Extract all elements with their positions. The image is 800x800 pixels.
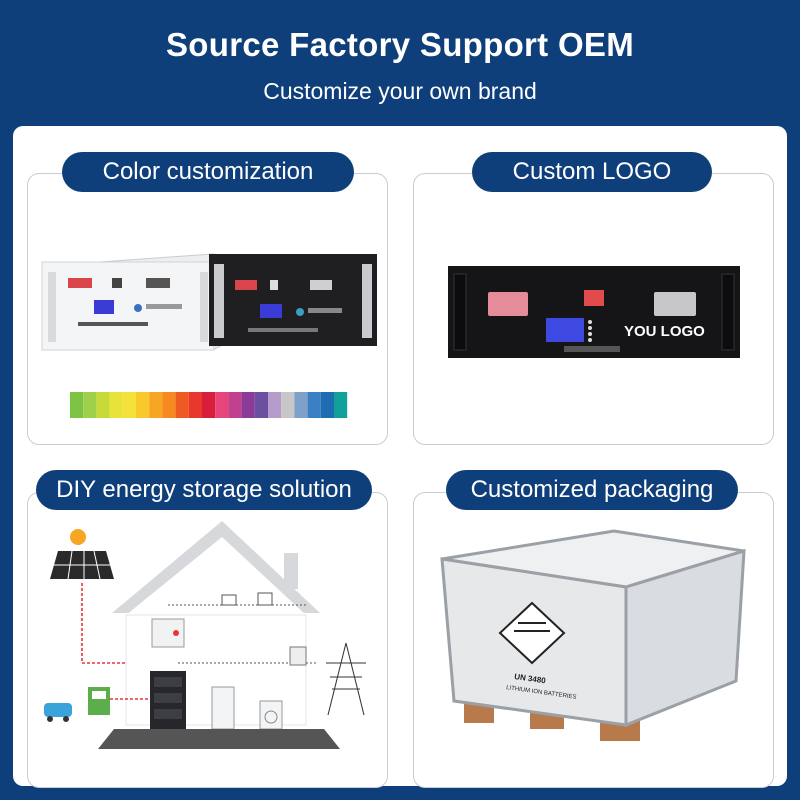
color-swatch [96, 392, 110, 418]
crate-un-number: UN 3480 [514, 672, 547, 685]
wooden-crate-image: UN 3480 LITHIUM ION BATTERIES [440, 529, 746, 741]
lcd-display [546, 318, 584, 342]
customized-packaging-label: Customized packaging [446, 470, 738, 510]
custom-logo-card: YOU LOGO [413, 173, 774, 445]
customized-packaging-card: UN 3480 LITHIUM ION BATTERIES [413, 492, 774, 788]
color-swatch [188, 392, 202, 418]
color-customization-label: Color customization [62, 152, 354, 192]
solar-panel-icon [50, 529, 114, 580]
black-battery-rack [209, 254, 377, 346]
color-swatch [334, 392, 348, 418]
positive-terminal [488, 292, 528, 316]
battery-racks-image [41, 253, 377, 418]
color-swatch [215, 392, 229, 418]
page-title: Source Factory Support OEM [165, 26, 635, 63]
color-swatch [109, 392, 123, 418]
floor [98, 729, 340, 749]
diy-energy-storage-label: DIY energy storage solution [36, 470, 372, 510]
battery-stack-icon [150, 671, 186, 729]
crate-side [624, 548, 746, 728]
hazard-label-icon [498, 601, 566, 665]
power-tower-icon [326, 642, 366, 716]
home-energy-diagram [44, 521, 366, 749]
logo-text: YOU LOGO [624, 323, 705, 340]
color-swatch [175, 392, 189, 418]
washing-machine-icon [259, 700, 283, 730]
color-swatch [202, 392, 216, 418]
color-swatch [294, 392, 308, 418]
color-swatch [254, 392, 268, 418]
refrigerator-icon [211, 686, 235, 730]
electric-meter-icon [289, 646, 307, 666]
negative-terminal [654, 292, 696, 316]
color-swatch-strip [70, 392, 348, 418]
color-swatch [307, 392, 321, 418]
color-swatch [83, 392, 97, 418]
color-swatch [228, 392, 242, 418]
color-swatch [70, 392, 84, 418]
color-swatch [149, 392, 163, 418]
color-swatch [268, 392, 282, 418]
color-swatch [162, 392, 176, 418]
color-swatch [136, 392, 150, 418]
electric-car-icon [44, 703, 72, 722]
inverter-icon [151, 618, 185, 648]
page-subtitle: Customize your own brand [263, 78, 537, 104]
custom-logo-label: Custom LOGO [472, 152, 712, 192]
white-battery-rack [41, 253, 229, 351]
color-swatch [320, 392, 334, 418]
color-swatch [241, 392, 255, 418]
logo-battery-image: YOU LOGO [448, 266, 740, 358]
color-swatch [122, 392, 136, 418]
color-swatch [281, 392, 295, 418]
diy-energy-storage-card [27, 492, 388, 788]
power-switch [584, 290, 604, 306]
color-customization-card [27, 173, 388, 445]
